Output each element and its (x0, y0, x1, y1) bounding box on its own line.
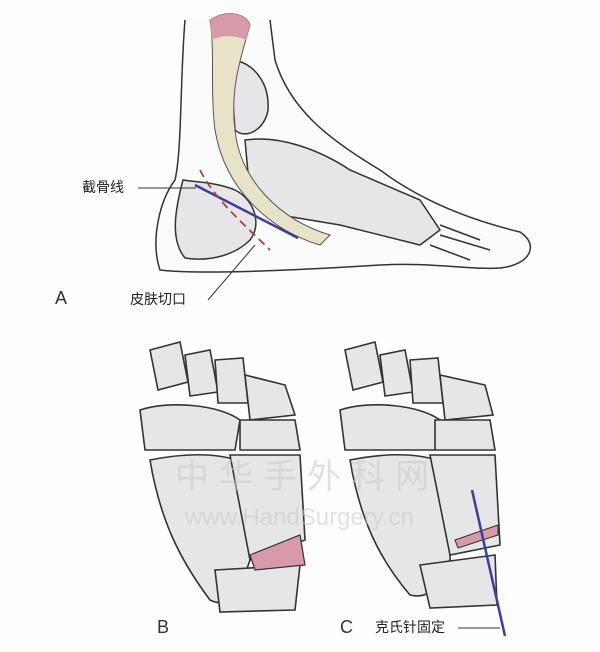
panel-a-foot (155, 19, 532, 273)
wedge-b (249, 534, 306, 571)
leader-incision (207, 244, 256, 301)
label-skin-incision: 皮肤切口 (130, 292, 186, 308)
wedge-c (454, 524, 499, 549)
tendon (209, 13, 331, 246)
panel-b-foot-bones (139, 341, 306, 613)
watermark-cn: 中华手外科网 (175, 457, 439, 497)
panel-label-b: B (157, 617, 170, 637)
kirschner-wire (470, 489, 507, 637)
panel-label-a: A (55, 288, 68, 308)
panel-label-c: C (340, 617, 353, 637)
skin-incision-line (199, 169, 271, 251)
osteotomy-line (194, 183, 299, 240)
watermark-url: www.HandSurgery.cn (185, 504, 414, 531)
label-kwire-fixation: 克氏针固定 (375, 620, 445, 636)
label-osteotomy-line: 截骨线 (82, 180, 124, 196)
